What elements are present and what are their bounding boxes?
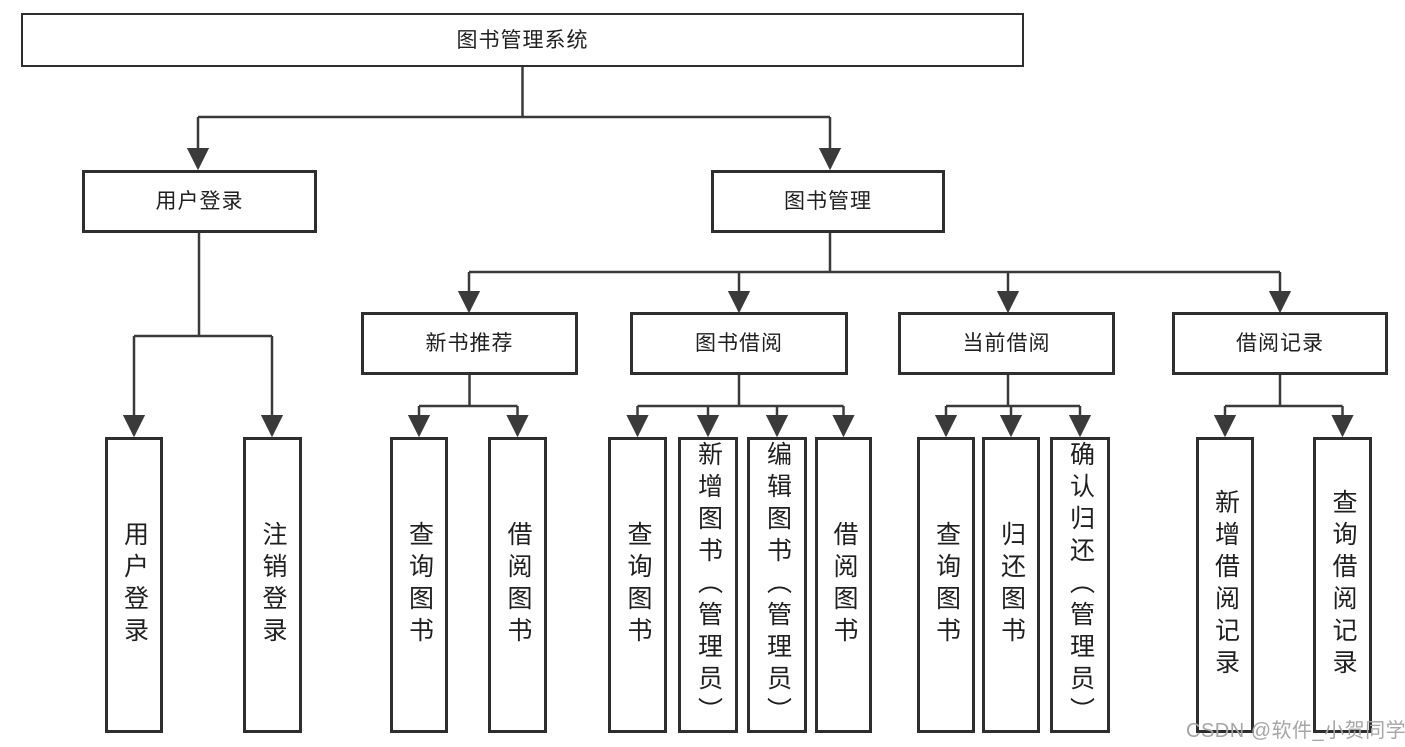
node-book-management: 图书管理 xyxy=(711,170,945,233)
node-return-books: 归还图书 xyxy=(982,437,1040,733)
node-user-login: 用户登录 xyxy=(82,170,317,233)
node-borrow-books-2: 借阅图书 xyxy=(815,437,872,733)
node-edit-books-admin: 编辑图书（管理员） xyxy=(747,437,807,733)
node-library-management-system: 图书管理系统 xyxy=(21,13,1024,67)
watermark: CSDN @软件_小贺同学 xyxy=(1186,720,1405,742)
node-confirm-return-admin: 确认归还（管理员） xyxy=(1050,437,1110,733)
node-borrowing-records: 借阅记录 xyxy=(1172,312,1388,375)
node-add-borrow-record: 新增借阅记录 xyxy=(1196,437,1254,733)
node-add-books-admin: 新增图书（管理员） xyxy=(678,437,738,733)
node-query-books-2: 查询图书 xyxy=(608,437,667,733)
node-query-books-3: 查询图书 xyxy=(917,437,975,733)
node-current-borrowing: 当前借阅 xyxy=(898,312,1115,375)
node-logout: 注销登录 xyxy=(243,437,302,733)
node-new-book-recommend: 新书推荐 xyxy=(361,312,578,375)
node-book-borrowing: 图书借阅 xyxy=(630,312,848,375)
node-query-books-1: 查询图书 xyxy=(390,437,448,733)
node-user-login-action: 用户登录 xyxy=(105,437,163,733)
node-borrow-books-1: 借阅图书 xyxy=(488,437,547,733)
node-query-borrow-record: 查询借阅记录 xyxy=(1313,437,1372,733)
